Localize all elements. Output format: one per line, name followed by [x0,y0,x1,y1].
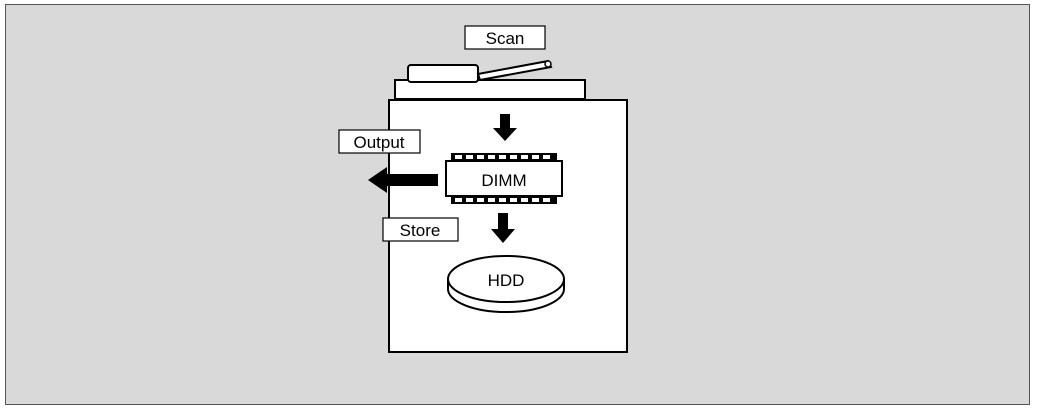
svg-text:Output: Output [353,133,404,152]
svg-text:Store: Store [400,221,441,240]
hdd-label: HDD [488,271,525,290]
memory-chip-icon: DIMM [445,153,563,204]
diagram-frame [5,4,1030,405]
scan-label: Scan [464,25,546,50]
scanner-icon [394,59,586,100]
down-arrow-icon [491,213,515,243]
left-arrow-icon [368,167,438,193]
disk-icon: HDD [447,255,565,313]
svg-text:Scan: Scan [486,29,525,48]
dimm-label: DIMM [481,171,526,190]
down-arrow-icon [493,114,517,141]
store-label: Store [382,217,459,242]
output-label: Output [338,129,421,154]
